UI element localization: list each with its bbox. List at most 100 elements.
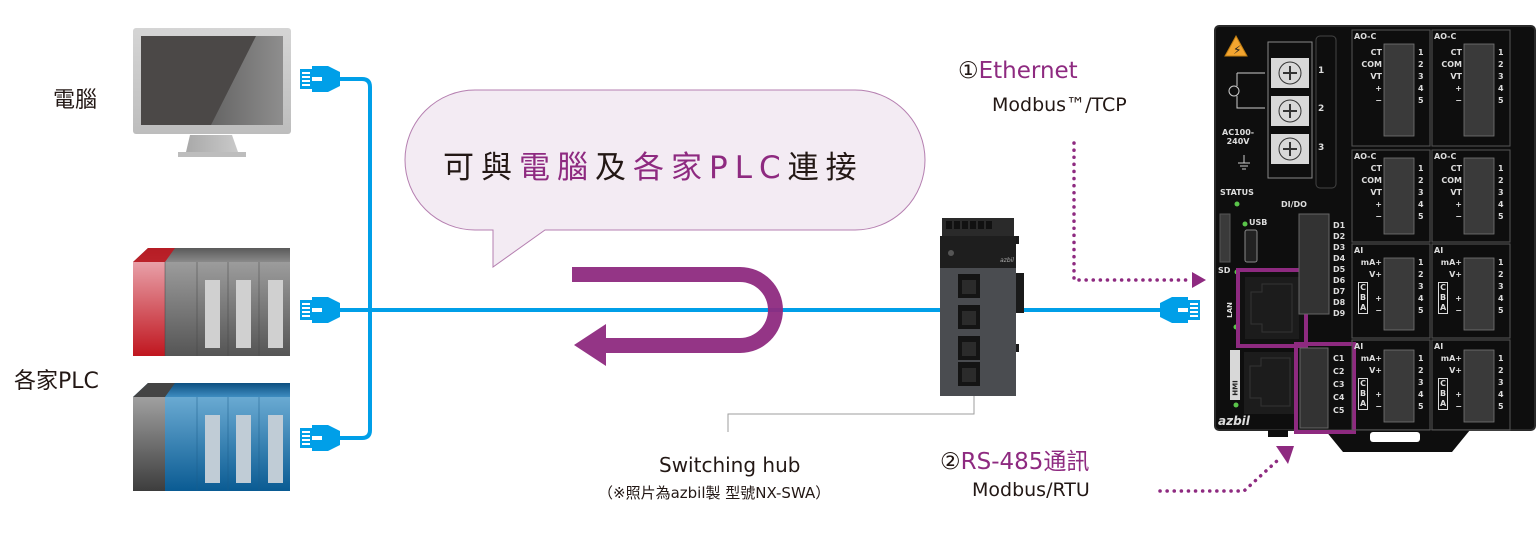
io-pin-number: 3	[1498, 378, 1504, 387]
io-pin-label: COM	[1361, 176, 1382, 185]
io-cba-letter: C	[1360, 379, 1367, 388]
io-pin-number: 2	[1498, 176, 1504, 185]
c-terminal: C3	[1333, 380, 1345, 389]
hub-callout-line	[727, 396, 975, 432]
rj45-connector-icon	[300, 66, 340, 92]
io-cba-letter: B	[1360, 293, 1367, 302]
lan-label: LAN	[1225, 302, 1234, 318]
rj45-connector-icon	[300, 425, 340, 451]
io-pin-number: 1	[1498, 354, 1504, 363]
u-turn-arrow-icon	[572, 267, 783, 366]
io-pin-number: 2	[1418, 366, 1424, 375]
ethernet-title: ①Ethernet	[958, 58, 1078, 84]
ethernet-cables	[338, 77, 1165, 440]
io-pin-number: 5	[1498, 306, 1504, 315]
io-pin-label: +	[1455, 390, 1462, 399]
io-pin-number: 4	[1498, 390, 1504, 399]
io-pin-number: 5	[1418, 402, 1424, 411]
ethernet-number: ①	[958, 58, 979, 84]
io-module-title: AO-C	[1354, 32, 1377, 41]
io-module-title: AO-C	[1354, 152, 1377, 161]
io-pin-number: 5	[1418, 96, 1424, 105]
ethernet-name: Ethernet	[978, 58, 1078, 84]
di-terminal: D3	[1333, 243, 1346, 252]
io-pin-number: 2	[1418, 270, 1424, 279]
c-terminal-labels: C1 C2 C3 C4 C5	[1333, 352, 1344, 417]
io-pin-number: 3	[1498, 282, 1504, 291]
usb-label: USB	[1249, 218, 1268, 227]
io-pin-number: 1	[1418, 48, 1424, 57]
io-pin-label: VT	[1450, 188, 1462, 197]
di-terminal: D2	[1333, 232, 1346, 241]
io-pin-number: 3	[1498, 72, 1504, 81]
io-pin-number: 4	[1418, 84, 1424, 93]
rj45-connector-icon	[300, 297, 340, 323]
io-module-title: AI	[1434, 246, 1444, 255]
io-pin-label: +	[1375, 84, 1382, 93]
c-terminal: C2	[1333, 367, 1345, 376]
c-terminal: C5	[1333, 406, 1345, 415]
io-pin-label: −	[1375, 402, 1382, 411]
warning-icon	[1224, 34, 1248, 57]
io-cba-letter: A	[1440, 399, 1447, 408]
io-pin-label: +	[1375, 200, 1382, 209]
plc-label: 各家PLC	[14, 369, 99, 394]
io-cba-letter: A	[1440, 303, 1447, 312]
io-cba-letter: A	[1360, 303, 1367, 312]
io-cba-letter: B	[1360, 389, 1367, 398]
bubble-text-highlight: 各家PLC	[633, 150, 788, 186]
io-module-title: AO-C	[1434, 152, 1457, 161]
io-pin-label: V+	[1369, 270, 1382, 279]
hub-brand-logo: azbil	[1000, 257, 1014, 264]
di-terminal-labels: D1 D2 D3 D4 D5 D6 D7 D8 D9	[1333, 220, 1345, 319]
io-pin-number: 2	[1498, 270, 1504, 279]
io-pin-label: VT	[1370, 188, 1382, 197]
io-pin-label: V+	[1369, 366, 1382, 375]
hmi-label: HMI	[1231, 380, 1240, 396]
rs485-name: RS-485通訊	[960, 449, 1090, 475]
rs485-protocol: Modbus/RTU	[972, 479, 1090, 501]
io-pin-number: 5	[1418, 306, 1424, 315]
io-pin-number: 2	[1418, 176, 1424, 185]
ethernet-protocol: Modbus™/TCP	[992, 94, 1127, 116]
io-cba-letter: C	[1440, 379, 1447, 388]
rj45-connector-icon	[1160, 297, 1200, 323]
io-cba-letter: B	[1440, 293, 1447, 302]
io-pin-label: −	[1375, 96, 1382, 105]
io-pin-label: mA+	[1440, 354, 1462, 363]
terminal-1: 1	[1318, 66, 1325, 76]
io-pin-number: 1	[1418, 164, 1424, 173]
io-cba-letter: C	[1360, 283, 1367, 292]
io-cba-letter: C	[1440, 283, 1447, 292]
io-pin-number: 3	[1418, 188, 1424, 197]
speech-bubble	[404, 89, 926, 268]
plc-blue-icon	[133, 383, 290, 491]
rj45-connectors-left	[300, 66, 1200, 451]
io-pin-number: 3	[1418, 72, 1424, 81]
io-pin-label: −	[1375, 212, 1382, 221]
di-terminal: D4	[1333, 254, 1346, 263]
sd-label: SD	[1218, 266, 1231, 275]
io-pin-label: +	[1455, 84, 1462, 93]
io-pin-label: CT	[1450, 164, 1462, 173]
io-pin-number: 5	[1498, 212, 1504, 221]
controller-brand-logo: azbil	[1218, 414, 1250, 428]
bubble-text: 可與電腦及各家PLC連接	[443, 142, 864, 187]
io-pin-label: mA+	[1360, 354, 1382, 363]
io-cba-letter: A	[1360, 399, 1367, 408]
power-label-line: 240V	[1226, 137, 1250, 146]
rs485-number: ②	[940, 449, 961, 475]
io-pin-number: 5	[1418, 212, 1424, 221]
io-pin-number: 4	[1498, 84, 1504, 93]
io-pin-number: 1	[1498, 48, 1504, 57]
io-pin-number: 1	[1498, 258, 1504, 267]
power-label-line: AC100-	[1222, 128, 1255, 137]
io-pin-number: 3	[1418, 378, 1424, 387]
dido-label: DI/DO	[1281, 200, 1307, 209]
io-pin-number: 3	[1418, 282, 1424, 291]
